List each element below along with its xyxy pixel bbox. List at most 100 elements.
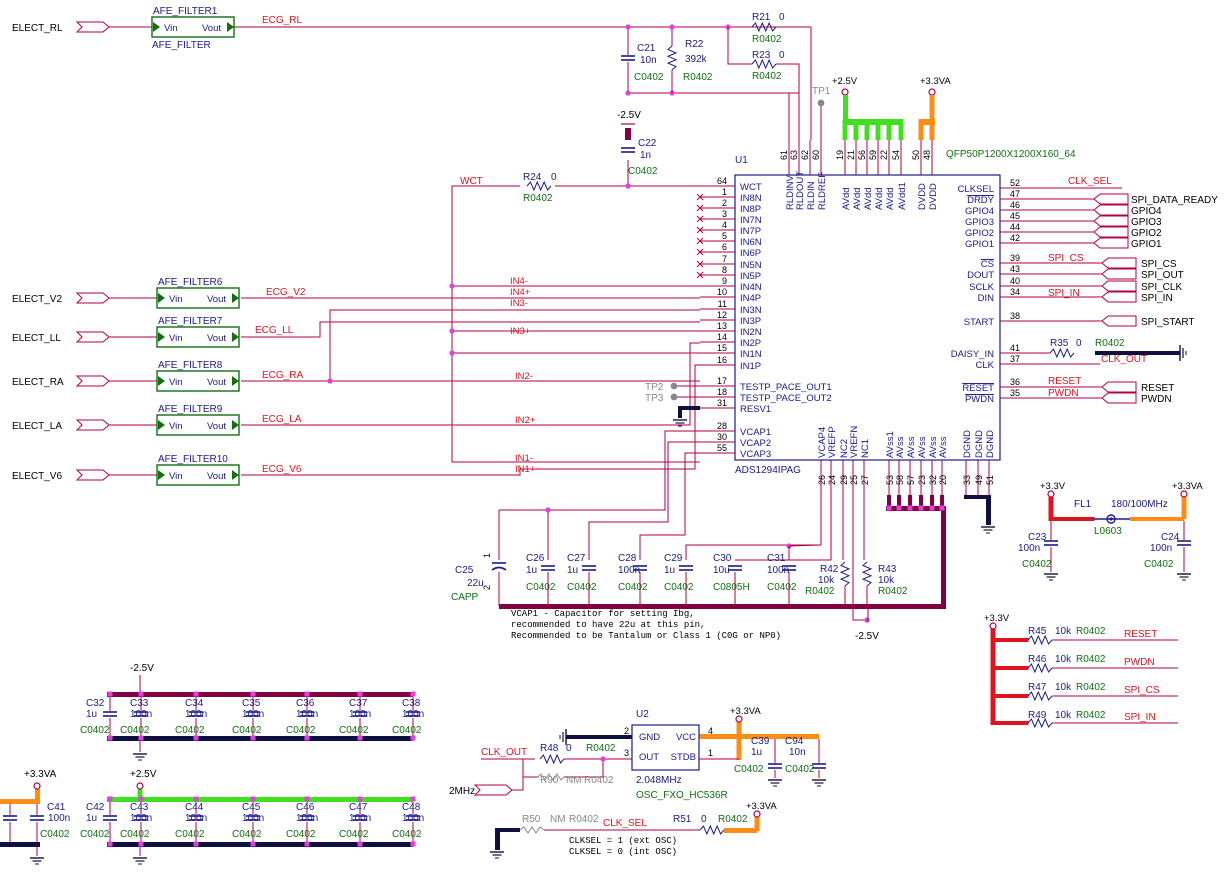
cap-footprint: C0402 [339,725,369,736]
junction-dot [250,796,256,802]
cap-ref: C42 [86,802,105,813]
junction-dot [410,841,416,847]
u1-pin-name: AVss [895,436,906,458]
ground-wire [495,828,500,850]
cap-footprint: C0402 [392,829,422,840]
signal-port [1093,226,1129,238]
port-label: GPIO4 [1131,206,1162,217]
cap-value: 1u [86,813,97,824]
power-rail [990,694,1029,698]
ferrite-footprint: L0603 [1094,526,1122,537]
power-symbol [1180,490,1188,498]
u1-pin-number: 34 [1010,287,1020,297]
u1-pin-number: 47 [1010,189,1020,199]
cap-pin: 1 [482,553,492,558]
test-point-label: TP3 [645,393,664,404]
cap-footprint: C0805H [713,582,750,593]
u1-pin-number: 15 [717,343,727,353]
u1-pin-name: VREFP [827,426,838,458]
u1-pin-number: 43 [1010,264,1020,274]
wires [0,24,1187,856]
u2-pin-name: VCC [676,732,696,743]
design-note: recommended to have 22u at this pin, [511,620,705,630]
resistor-value: 10k [1055,626,1072,637]
u1-pin-name: IN6N [740,237,762,248]
power-symbol [989,622,997,630]
ground-wire [678,406,682,418]
u1-footprint: QFP50P1200X1200X160_64 [946,149,1076,160]
junction-dot [193,735,199,741]
junction-dot [193,841,199,847]
u1-pin-number: 1 [722,187,727,197]
cap-value: 100n [349,709,371,720]
test-point-label: TP1 [812,86,831,97]
ground-wire [678,406,700,410]
cap-value: 22u [467,578,484,589]
net-label: CLK_OUT [481,747,527,758]
junction-dot [449,283,455,289]
filter-vin: Vin [169,421,183,432]
cap-ref: C39 [751,736,770,747]
power-rail-orange [1181,497,1187,519]
bus-bar [499,604,943,609]
junction-dot [929,505,935,511]
u1-pin-name: IN1N [740,349,762,360]
power-rail [990,638,1029,642]
resistor-ref: R42 [820,564,839,575]
u2-frequency: 2.048MHz [636,775,682,786]
power-symbol [735,715,743,723]
u2-pin-number: 1 [708,748,713,758]
u1-pin-name: PWDN [965,394,994,405]
cap-ref: C43 [130,802,149,813]
bus-bar [897,495,901,509]
signal-port [1093,215,1129,227]
net-label: IN2+ [515,415,536,426]
port-label: RESET [1141,383,1174,394]
cap-value: 10u [713,565,730,576]
cap-value: 100n [130,709,152,720]
u1-pin-number: 18 [717,387,727,397]
filter-output-arrow [232,470,239,480]
components [3,16,1191,865]
net-label: ECG_LL [255,325,294,336]
junction-dot [939,505,945,511]
u1-pin-name: IN2N [740,327,762,338]
resistor-footprint: R0402 [1095,338,1125,349]
signal-port [1101,392,1137,404]
tp3-test-point [670,393,678,401]
power-label: -2.5V [855,631,879,642]
cap-ref: C27 [567,553,586,564]
cap-value: 100n [185,813,207,824]
cap-ref: C32 [86,698,105,709]
power-rail-orange [736,722,742,760]
u1-pin-number: 31 [717,398,727,408]
cap-footprint: C0402 [628,166,658,177]
junction-dot [107,735,113,741]
power-rail [1048,517,1095,521]
net-label: IN3+ [510,326,531,337]
cap-value: 100n [296,709,318,720]
ground-wire [107,736,413,741]
cap-footprint: C0402 [232,725,262,736]
no-connect-mark [696,204,704,212]
u1-pin-number: 63 [789,150,799,160]
u1-pin-number: 60 [811,150,821,160]
junction-dot [250,841,256,847]
u1-pin-number: 7 [722,254,727,264]
net-label: SPI_IN [1124,712,1156,723]
resistor-footprint: R0402 [1076,654,1106,665]
power-rail [990,721,1029,725]
junction-dot [107,841,113,847]
u1-pin-number: 19 [835,150,845,160]
power-symbol [1047,490,1055,498]
bus-bar [919,495,923,509]
u1-pin-name: AVdd [841,187,852,210]
net-label: WCT [460,176,483,187]
u1-pin-name: VCAP2 [740,438,771,449]
cap-footprint: C0402 [634,72,664,83]
resistor-footprint: R0402 [569,814,599,825]
no-connect-mark [696,248,704,256]
filter-vout: Vout [207,471,226,482]
wire [241,364,700,476]
cap-ref: C38 [402,698,421,709]
